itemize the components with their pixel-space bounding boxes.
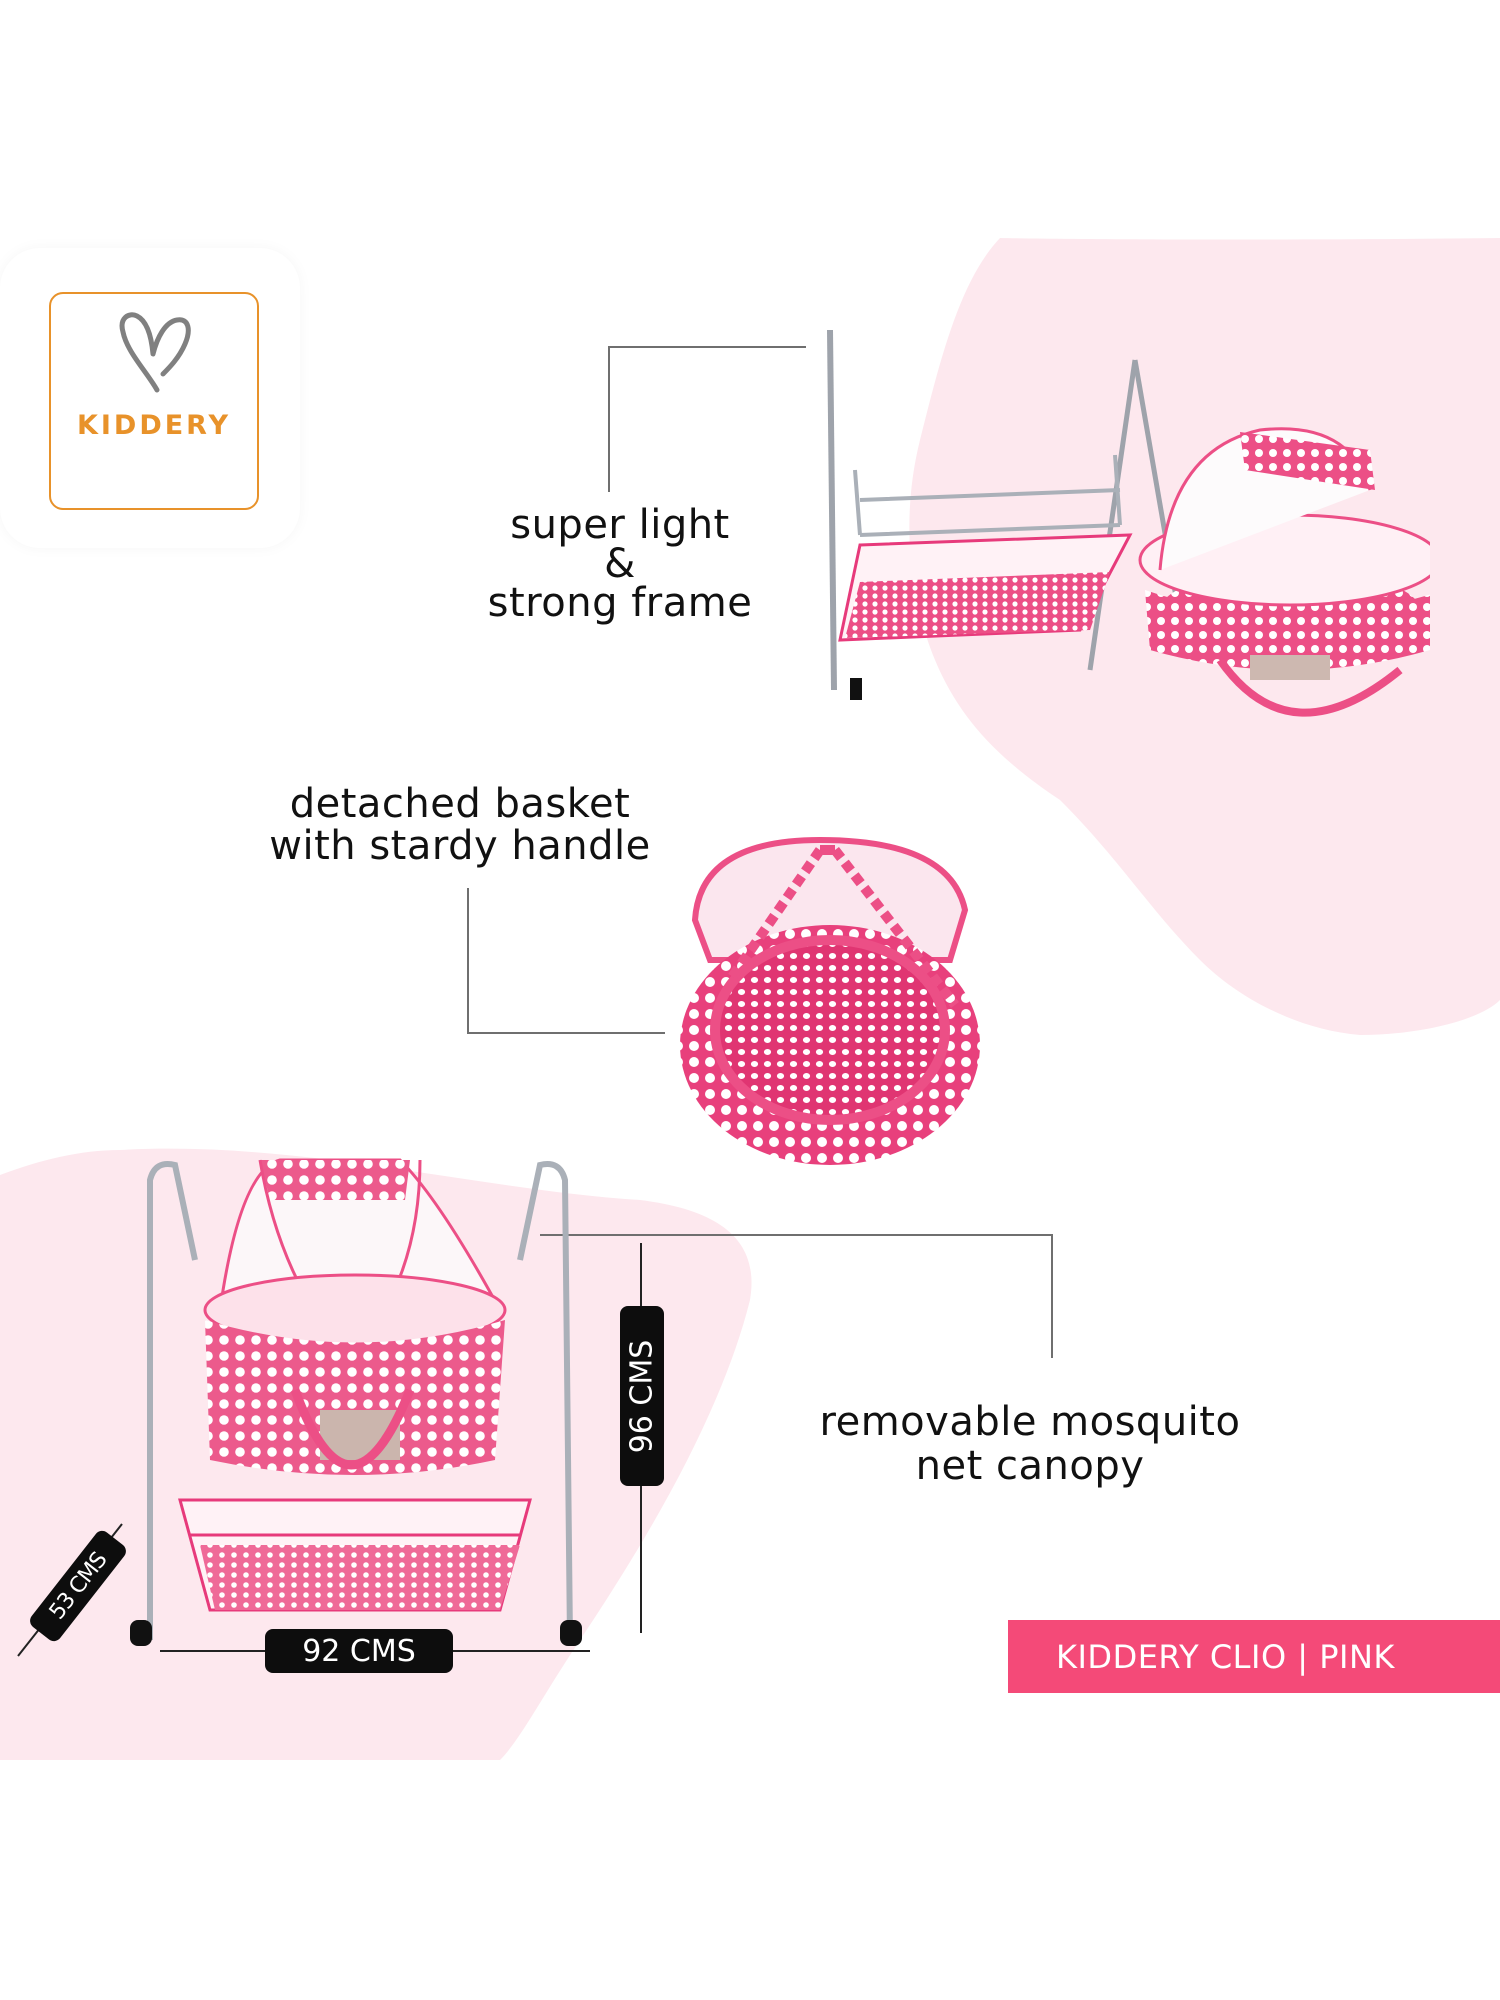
product-image-frame-and-basket [827, 329, 1430, 717]
feature-caption-basket: detached basket with stardy handle [269, 781, 651, 869]
feature-caption-canopy: removable mosquito net canopy [819, 1399, 1241, 1489]
leader-line-frame-h [608, 346, 806, 348]
leader-line-frame-v [608, 346, 610, 492]
brand-logo: KIDDERY [49, 292, 259, 510]
leader-line-basket-v [467, 888, 469, 1032]
leader-line-canopy-v [1051, 1234, 1053, 1358]
leader-line-basket-h [467, 1032, 665, 1034]
dimension-width-badge: 92 CMS [265, 1629, 453, 1673]
dimension-height-badge: 96 CMS [620, 1306, 664, 1486]
product-image-assembled-cradle [130, 1158, 582, 1646]
feature-caption-frame: super light & strong frame [487, 502, 753, 626]
brand-name: KIDDERY [76, 410, 232, 441]
heart-icon [119, 312, 191, 393]
product-image-basket [680, 836, 980, 1165]
leader-line-canopy-h [540, 1234, 1052, 1236]
product-label: KIDDERY CLIO | PINK [1008, 1620, 1500, 1693]
